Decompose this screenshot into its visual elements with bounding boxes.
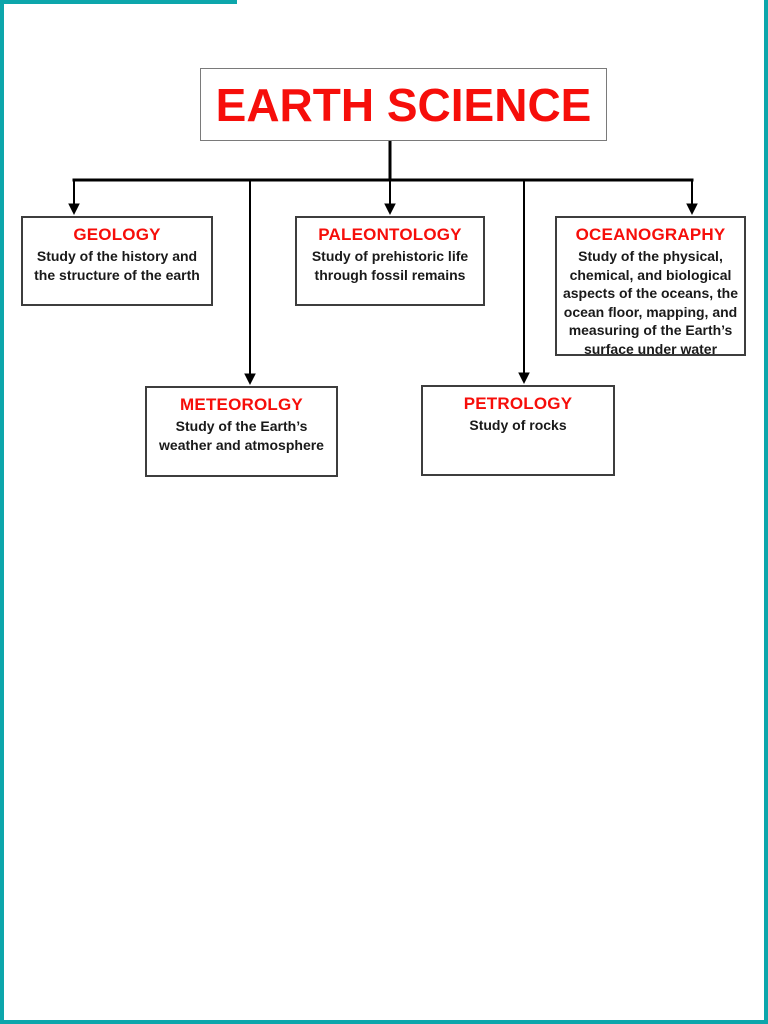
node-description: Study of the physical, chemical, and bio… xyxy=(557,247,744,358)
node-title: PETROLOGY xyxy=(463,394,573,413)
node-earth-science: EARTH SCIENCE xyxy=(200,68,607,141)
node-oceanography: OCEANOGRAPHY Study of the physical, chem… xyxy=(555,216,746,358)
node-description: Study of the history and the structure o… xyxy=(23,247,211,284)
node-title: METEOROLGY xyxy=(180,395,303,414)
node-meteorology: METEOROLGY Study of the Earth’s weather … xyxy=(145,386,338,477)
page-edge-left-line xyxy=(0,0,4,1024)
node-title: PALEONTOLOGY xyxy=(318,225,462,244)
arrowhead-paleontology xyxy=(384,203,396,215)
node-description-line: through fossil remains xyxy=(314,266,466,283)
node-description-line: the structure of the earth xyxy=(34,266,200,283)
node-description-line: aspects of the oceans, the xyxy=(562,285,739,301)
node-title: OCEANOGRAPHY xyxy=(575,225,726,244)
node-description-line: Study of rocks xyxy=(469,417,567,433)
node-petrology: PETROLOGY Study of rocks xyxy=(421,385,615,476)
page-edge-bottom-line xyxy=(0,1020,768,1024)
node-description-line: Study of prehistoric life xyxy=(311,248,469,264)
node-description-line: surface under water xyxy=(583,340,718,357)
page-edge-right-line xyxy=(764,0,768,1024)
node-description-line: Study of the Earth’s xyxy=(175,418,308,434)
node-description: Study of prehistoric life through fossil… xyxy=(297,247,483,284)
node-title: GEOLOGY xyxy=(73,225,161,244)
node-description-line: Study of the physical, xyxy=(578,248,723,264)
node-description-line: chemical, and biological xyxy=(569,266,732,283)
node-description-line: Study of the history and xyxy=(36,248,198,264)
node-title: EARTH SCIENCE xyxy=(215,78,592,131)
arrowhead-petrology xyxy=(518,372,530,384)
node-description-line: measuring of the Earth’s xyxy=(568,322,733,338)
page-edge-top-line xyxy=(0,0,237,4)
arrowhead-geology xyxy=(68,203,80,215)
arrowhead-meteorology xyxy=(244,373,256,385)
node-description-line: weather and atmosphere xyxy=(159,436,324,453)
node-paleontology: PALEONTOLOGY Study of prehistoric life t… xyxy=(295,216,485,306)
node-description: Study of rocks xyxy=(423,416,613,435)
node-description-line: ocean floor, mapping, and xyxy=(563,303,738,320)
node-geology: GEOLOGY Study of the history and the str… xyxy=(21,216,213,306)
node-description: Study of the Earth’s weather and atmosph… xyxy=(147,417,336,454)
arrowhead-oceanography xyxy=(686,203,698,215)
